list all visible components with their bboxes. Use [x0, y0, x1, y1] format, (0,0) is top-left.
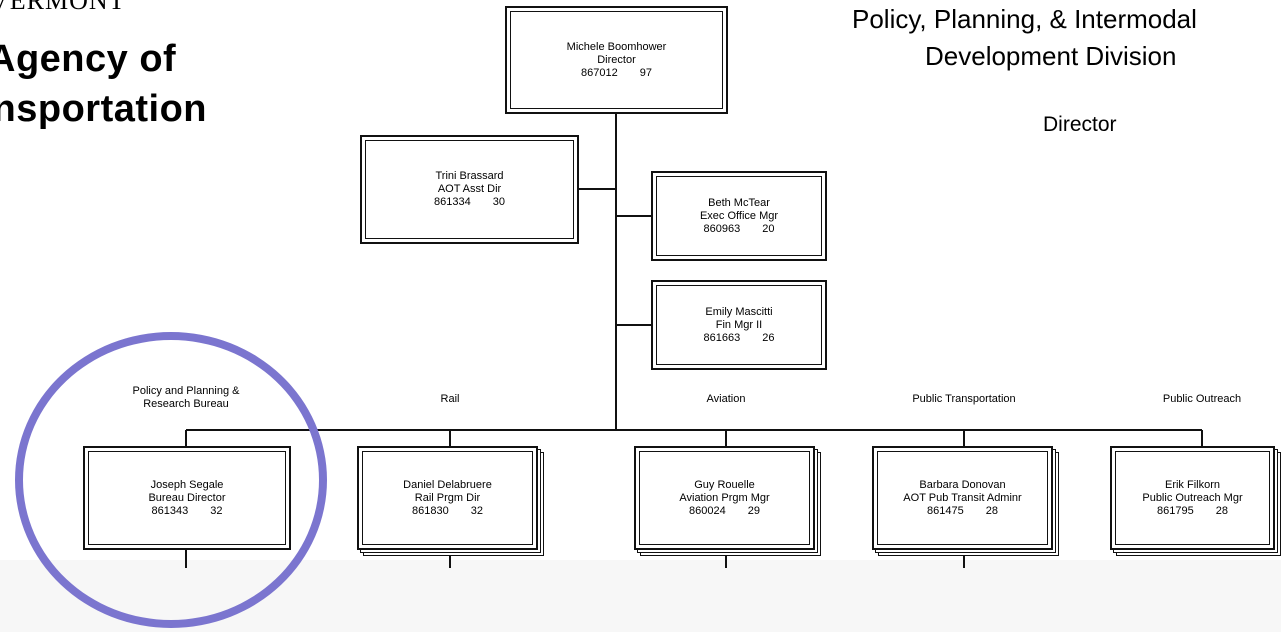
staff-id: 861334 [434, 196, 471, 208]
unit-box-aviation: Guy Rouelle Aviation Prgm Mgr 860024 29 [634, 446, 815, 550]
staff-grade: 30 [492, 196, 505, 208]
agency-line-2: Transportation [0, 88, 208, 130]
unit-manager-grade: 28 [985, 504, 998, 517]
staff-id: 861663 [703, 331, 741, 344]
staff-grade: 26 [762, 331, 775, 344]
staff-title: Fin Mgr II [715, 318, 763, 331]
unit-manager-id: 860024 [689, 504, 726, 517]
unit-manager-title: Aviation Prgm Mgr [679, 491, 770, 504]
staff-title: Exec Office Mgr [699, 209, 779, 222]
staff-box-asst-dir: Trini Brassard AOT Asst Dir 861334 30 [360, 135, 579, 244]
unit-manager-id: 861830 [412, 504, 449, 517]
staff-box-finance: Emily Mascitti Fin Mgr II 861663 26 [651, 280, 827, 370]
unit-manager-title: Rail Prgm Dir [414, 491, 481, 504]
staff-name: Trini Brassard [435, 170, 504, 182]
unit-box-public-outreach: Erik Filkorn Public Outreach Mgr 861795 2… [1110, 446, 1275, 550]
unit-manager-name: Barbara Donovan [919, 478, 1006, 491]
agency-line-1: Agency of [0, 38, 177, 80]
unit-manager-title: Public Outreach Mgr [1142, 491, 1243, 504]
unit-label-public-transportation: Public Transportation [912, 393, 1016, 405]
unit-manager-grade: 29 [747, 504, 760, 517]
staff-id: 860963 [703, 222, 741, 235]
staff-name: Emily Mascitti [705, 305, 773, 318]
director-id: 867012 [581, 66, 618, 79]
director-box: Michele Boomhower Director 867012 97 [505, 6, 728, 114]
staff-box-exec-office: Beth McTear Exec Office Mgr 860963 20 [651, 171, 827, 261]
unit-manager-name: Daniel Delabruere [403, 478, 492, 491]
unit-manager-id: 861475 [927, 504, 964, 517]
staff-name: Beth McTear [708, 196, 770, 209]
unit-manager-name: Guy Rouelle [694, 478, 755, 491]
unit-manager-grade: 32 [470, 504, 483, 517]
staff-grade: 20 [762, 222, 775, 235]
unit-manager-id: 861795 [1157, 504, 1194, 517]
highlight-circle [15, 332, 327, 628]
division-title-line-1: Policy, Planning, & Intermodal [852, 4, 1197, 34]
unit-label-rail: Rail [440, 393, 460, 405]
unit-manager-grade: 28 [1215, 504, 1228, 517]
unit-box-rail: Daniel Delabruere Rail Prgm Dir 861830 32 [357, 446, 538, 550]
division-title-line-2: Development Division [925, 41, 1177, 71]
unit-label-public-outreach: Public Outreach [1162, 393, 1242, 405]
unit-manager-title: AOT Pub Transit Adminr [903, 491, 1022, 504]
division-role: Director [1043, 113, 1117, 136]
unit-label-aviation: Aviation [706, 393, 746, 405]
unit-manager-name: Erik Filkorn [1164, 478, 1220, 491]
director-title: Director [597, 53, 636, 66]
director-grade: 97 [639, 66, 652, 79]
director-name: Michele Boomhower [566, 40, 667, 53]
agency-top-text: VERMONT [0, 0, 126, 15]
unit-box-public-transportation: Barbara Donovan AOT Pub Transit Adminr 8… [872, 446, 1053, 550]
staff-title: AOT Asst Dir [437, 183, 502, 195]
